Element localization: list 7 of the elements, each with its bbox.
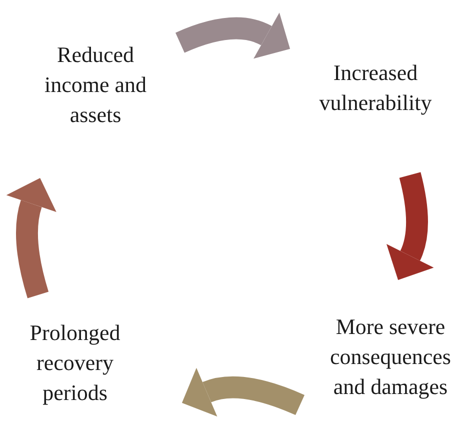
curved-arrow [6,178,57,298]
curved-arrow [176,12,291,60]
cycle-stage-text: Increased vulnerability [318,59,433,117]
cycle-stage-text: Prolonged recovery periods [28,319,122,407]
curved-arrow [181,367,304,417]
cycle-stage-text: Reduced income and assets [43,41,148,129]
cycle-stage-text: More severe consequences and damages [329,313,452,401]
